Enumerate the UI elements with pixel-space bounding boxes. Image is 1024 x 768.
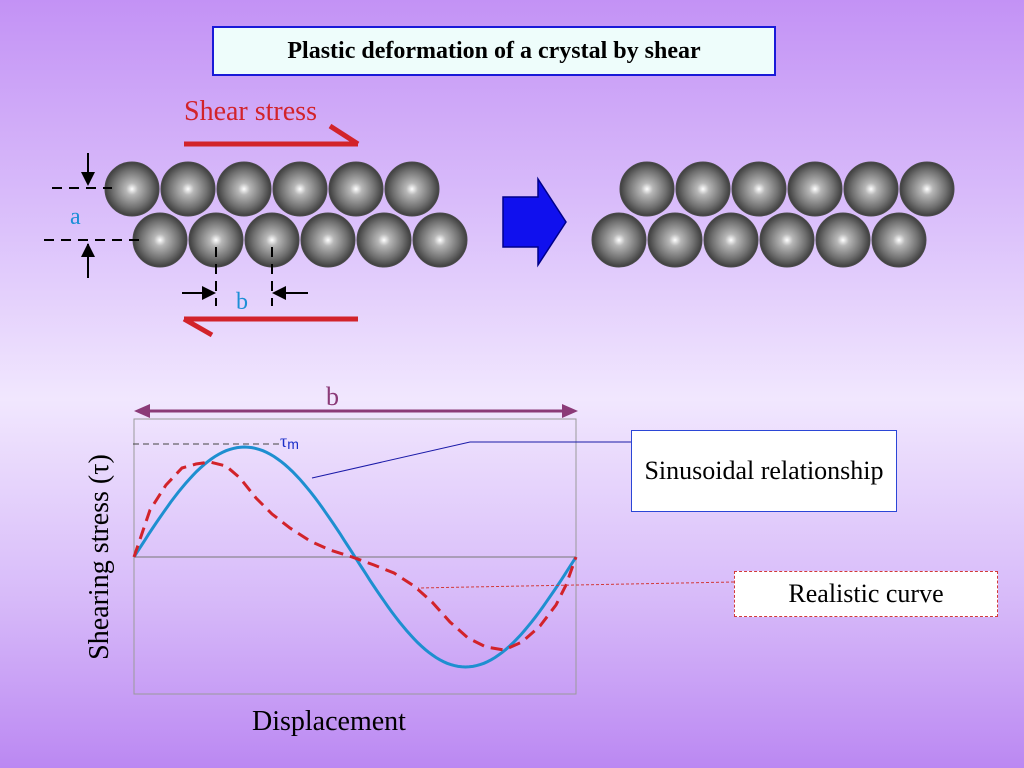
atom <box>619 161 675 217</box>
atom <box>132 212 188 268</box>
atom <box>356 212 412 268</box>
tau-symbol: τ <box>280 431 288 451</box>
atom <box>244 212 300 268</box>
process-arrow-icon <box>502 176 567 268</box>
atom <box>787 161 843 217</box>
realistic-callout-leader <box>417 581 735 589</box>
tau-subscript: m <box>287 436 299 452</box>
y-axis-label: Shearing stress (τ) <box>84 454 115 660</box>
atom <box>188 212 244 268</box>
shear-arrow-bottom <box>182 316 358 338</box>
realistic-callout-text: Realistic curve <box>788 579 944 608</box>
tau-m-label: τm <box>280 432 299 451</box>
atom <box>759 212 815 268</box>
atom <box>703 212 759 268</box>
sinusoidal-callout-text: Sinusoidal relationship <box>644 455 884 485</box>
atom-row-before-top <box>104 161 440 217</box>
atom <box>216 161 272 217</box>
sinusoidal-callout-box: Sinusoidal relationship <box>631 430 897 512</box>
atom-row-after-top <box>619 161 955 217</box>
realistic-callout-box: Realistic curve <box>734 571 998 617</box>
dimension-a <box>44 153 140 278</box>
period-b-label: b <box>326 382 339 411</box>
x-axis-label: Displacement <box>252 706 406 737</box>
sinusoidal-callout-leader <box>311 441 632 479</box>
atom <box>871 212 927 268</box>
atom <box>675 161 731 217</box>
atom-row-before-bottom <box>132 212 468 268</box>
period-b-arrow <box>134 404 578 418</box>
atom <box>300 212 356 268</box>
realistic-curve <box>132 460 578 652</box>
atom <box>160 161 216 217</box>
atom <box>328 161 384 217</box>
atom <box>843 161 899 217</box>
atom <box>104 161 160 217</box>
atom-row-after-bottom <box>591 212 927 268</box>
atom <box>815 212 871 268</box>
dimension-b <box>182 247 308 306</box>
page-title: Plastic deformation of a crystal by shea… <box>212 26 776 76</box>
atom <box>384 161 440 217</box>
shear-arrow-top <box>184 123 360 147</box>
atom <box>412 212 468 268</box>
atom <box>647 212 703 268</box>
atom <box>272 161 328 217</box>
atom <box>591 212 647 268</box>
spacing-a-label: a <box>70 204 81 230</box>
shear-stress-label: Shear stress <box>184 96 317 127</box>
atom <box>899 161 955 217</box>
atom <box>731 161 787 217</box>
spacing-b-label: b <box>236 289 248 315</box>
